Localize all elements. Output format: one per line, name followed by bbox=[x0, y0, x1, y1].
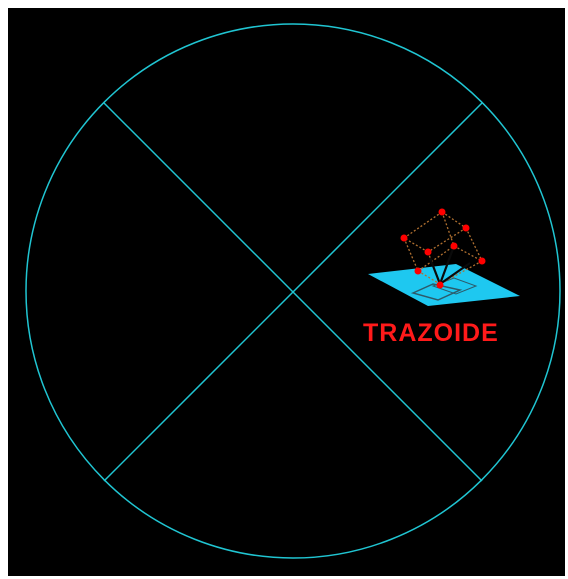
drawing-canvas[interactable]: TRAZOIDE bbox=[8, 8, 565, 576]
trazoide-cube-icon bbox=[368, 209, 520, 307]
trazoide-logo: TRAZOIDE bbox=[363, 209, 520, 348]
canvas-svg: TRAZOIDE bbox=[8, 8, 565, 576]
logo-text: TRAZOIDE bbox=[363, 319, 499, 347]
